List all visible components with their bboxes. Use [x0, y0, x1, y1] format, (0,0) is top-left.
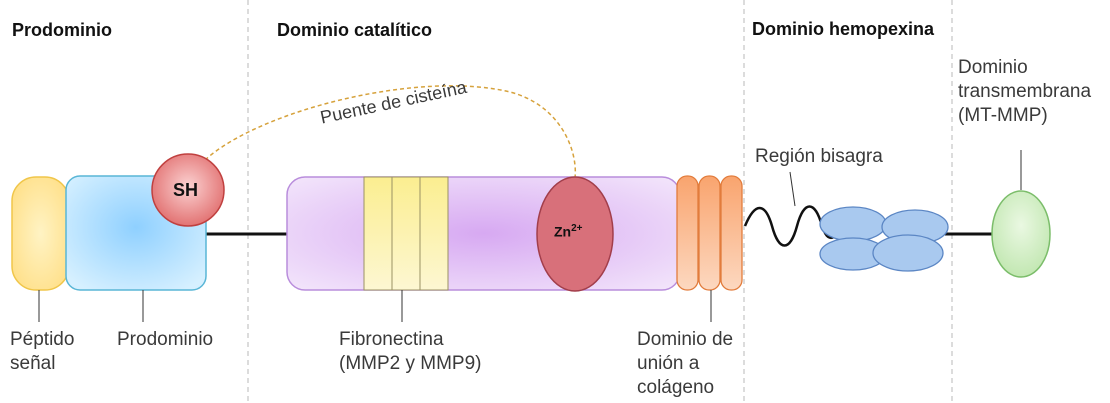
sh-label: SH	[173, 180, 199, 200]
zinc-charge: 2+	[571, 223, 583, 234]
fibronectin-repeat-2	[391, 176, 421, 291]
signal-peptide-line2: señal	[10, 353, 56, 374]
hemopexin-blade-1	[819, 206, 887, 242]
hemopexin-blade-4	[872, 234, 944, 272]
fibronectin-repeat-1	[363, 176, 393, 291]
fibronectin-line1: Fibronectina	[339, 329, 444, 350]
signal-peptide-label: Péptido señal	[10, 328, 74, 376]
catalytic-domain-shape	[286, 176, 681, 291]
transmembrane-line2: transmembrana	[958, 81, 1092, 102]
collagen-repeat-2	[698, 175, 721, 291]
hinge-label: Región bisagra	[755, 146, 883, 167]
leader-hinge	[789, 171, 796, 207]
signal-peptide-line1: Péptido	[10, 329, 75, 350]
sh-group	[151, 153, 225, 227]
collagen-line1: Dominio de	[637, 329, 734, 350]
section-prodominio: Prodominio	[12, 20, 112, 40]
fibronectin-repeat-3	[419, 176, 449, 291]
section-catalitico: Dominio catalítico	[277, 20, 433, 40]
section-hemopexina: Dominio hemopexina	[752, 19, 935, 39]
collagen-repeat-1	[676, 175, 699, 291]
collagen-repeat-3	[720, 175, 743, 291]
prodomain-label: Prodominio	[117, 329, 214, 350]
zinc-ion-shape	[536, 176, 614, 292]
transmembrane-label: Dominio transmembrana (MT-MMP)	[958, 56, 1091, 128]
collagen-line2: unión a	[637, 353, 700, 374]
signal-peptide-shape	[11, 176, 70, 291]
zinc-symbol: Zn	[554, 223, 572, 240]
cysteine-bridge	[204, 85, 577, 179]
collagen-binding-label: Dominio de unión a colágeno	[637, 328, 733, 400]
transmembrane-line3: (MT-MMP)	[958, 105, 1048, 126]
zinc-label: Zn2+	[554, 223, 583, 240]
fibronectin-label: Fibronectina (MMP2 y MMP9)	[339, 328, 482, 376]
transmembrane-shape	[991, 190, 1051, 278]
transmembrane-line1: Dominio	[958, 57, 1028, 78]
collagen-line3: colágeno	[637, 377, 715, 398]
fibronectin-line2: (MMP2 y MMP9)	[339, 353, 482, 374]
